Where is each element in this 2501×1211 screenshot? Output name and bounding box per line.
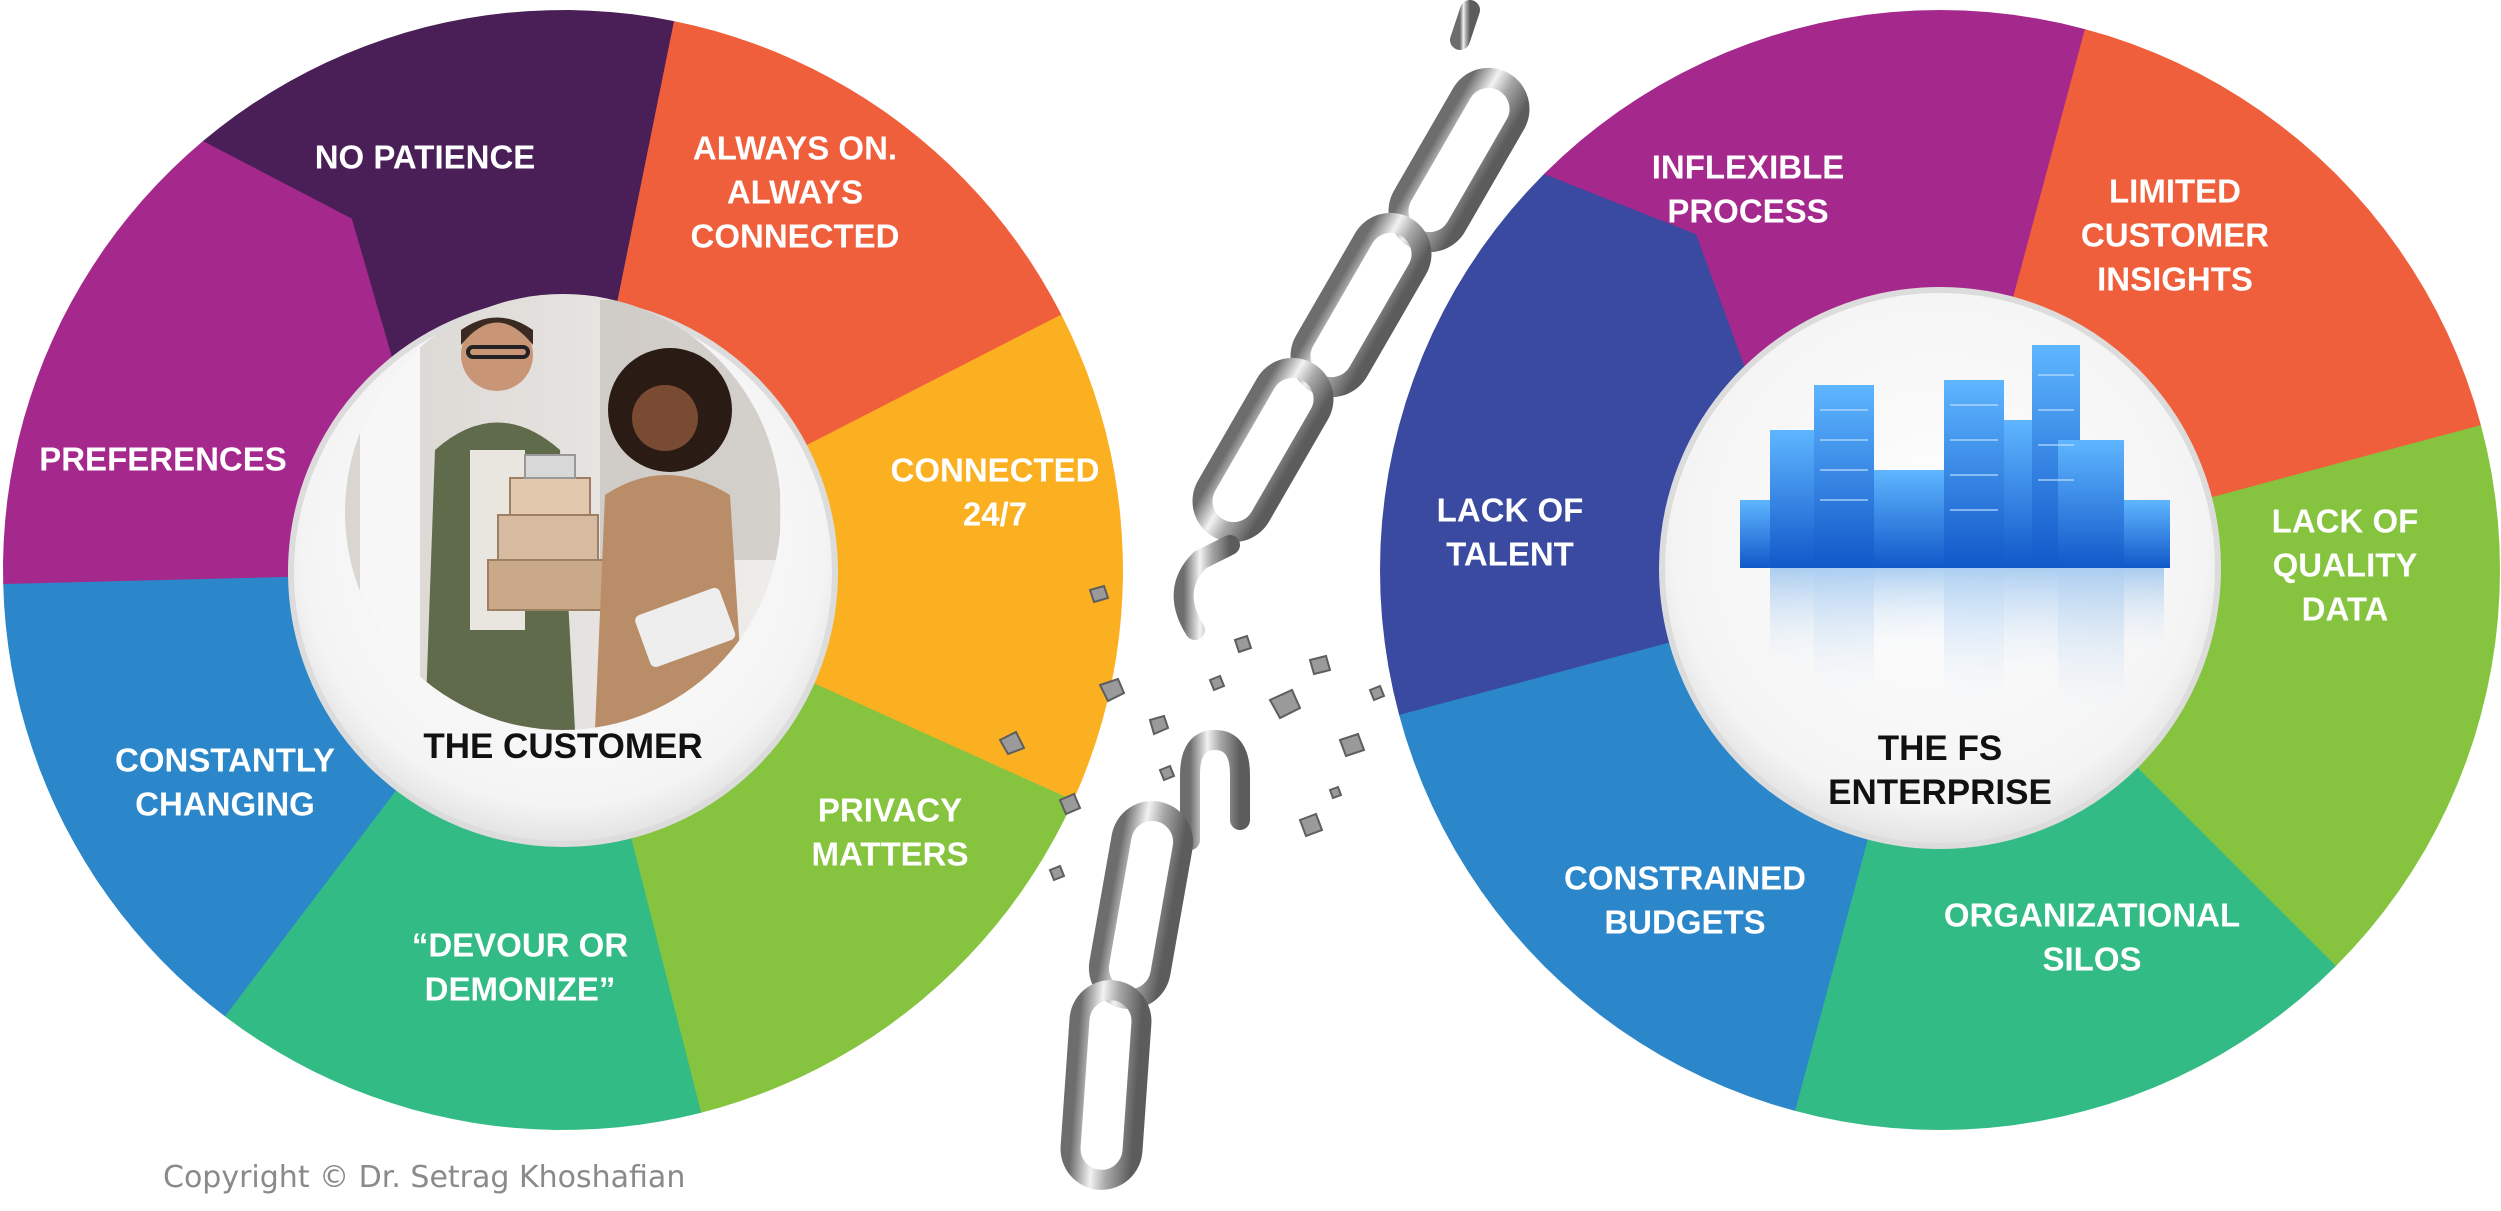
enterprise-segment-5: [1399, 613, 1871, 1111]
customer-segment-6-label-line-1: CONSTANTLY: [115, 742, 335, 779]
customer-segment-6-label-line-2: CHANGING: [135, 786, 315, 823]
enterprise-segment-3-label-line-3: DATA: [2302, 591, 2389, 628]
customer-segment-5-label-line-2: DEMONIZE”: [425, 971, 616, 1008]
enterprise-segment-1-label-line-1: INFLEXIBLE: [1652, 149, 1845, 186]
customer-segment-2-label-line-1: ALWAYS ON.: [693, 130, 897, 167]
enterprise-segment-4: [1771, 760, 2336, 1130]
chain-fragments: [998, 584, 1386, 882]
enterprise-segment-2: [2009, 29, 2481, 527]
enterprise-segment-3-label-line-2: QUALITY: [2273, 547, 2418, 584]
enterprise-hub: THE FS ENTERPRISE: [1659, 287, 2221, 849]
customer-segment-3-label-line-2: 24/7: [963, 496, 1027, 533]
customer-segment-3: [794, 314, 1123, 801]
enterprise-segment-2-label-line-1: LIMITED: [2109, 173, 2241, 210]
customer-segment-5-label-line-1: “DEVOUR OR: [412, 927, 629, 964]
customer-segment-3-label-line-1: CONNECTED: [890, 452, 1099, 489]
customer-segment-1-label-line-1: NO PATIENCE: [315, 139, 536, 176]
enterprise-segment-2-label-line-2: CUSTOMER: [2081, 217, 2269, 254]
enterprise-segment-5-label-line-1: CONSTRAINED: [1564, 860, 1806, 897]
copyright-notice: Copyright © Dr. Setrag Khoshafian: [163, 1160, 685, 1195]
enterprise-segment-6-label-line-1: LACK OF: [1437, 492, 1584, 529]
customer-segment-7: [3, 141, 396, 584]
customer-segment-4-label-line-1: PRIVACY: [818, 792, 962, 829]
enterprise-segment-4-label-line-2: SILOS: [2042, 941, 2141, 978]
enterprise-segment-3: [2130, 425, 2500, 967]
customer-cycle-labels: NO PATIENCE ALWAYS ON. ALWAYS CONNECTED CONN…: [39, 130, 1099, 1008]
enterprise-hub-label-line-1: THE FS: [1878, 729, 2002, 768]
enterprise-segment-3-label-line-1: LACK OF: [2272, 503, 2419, 540]
enterprise-segment-6: [1380, 174, 1750, 715]
customer-segment-7-label-line-1: PREFERENCES: [39, 441, 287, 478]
customer-segment-2: [614, 21, 1062, 452]
customer-segment-4-label-line-2: MATTERS: [811, 836, 968, 873]
customer-segment-2-label-line-2: ALWAYS: [727, 174, 863, 211]
customer-hub-label: THE CUSTOMER: [423, 727, 702, 766]
customer-segment-5: [224, 777, 702, 1130]
buildings-reflection: [1770, 568, 2164, 728]
enterprise-hub-label-line-2: ENTERPRISE: [1828, 773, 2052, 812]
customers-photo: [345, 294, 781, 730]
enterprise-cycle-ring: [1380, 10, 2500, 1130]
enterprise-segment-2-label-line-3: INSIGHTS: [2097, 261, 2253, 298]
enterprise-cycle-labels: INFLEXIBLE PROCESS LIMITED CUSTOMER INSIGHTS…: [1437, 149, 2419, 978]
enterprise-segment-4-label-line-1: ORGANIZATIONAL: [1944, 897, 2240, 934]
enterprise-segment-5-label-line-2: BUDGETS: [1604, 904, 1765, 941]
customer-hub: THE CUSTOMER: [288, 294, 838, 847]
broken-chain-icon: [1060, 0, 1530, 1190]
buildings-icon: [1740, 345, 2170, 728]
customer-segment-2-label-line-3: CONNECTED: [690, 218, 899, 255]
enterprise-segment-1-label-line-2: PROCESS: [1667, 193, 1828, 230]
enterprise-segment-6-label-line-2: TALENT: [1446, 536, 1574, 573]
